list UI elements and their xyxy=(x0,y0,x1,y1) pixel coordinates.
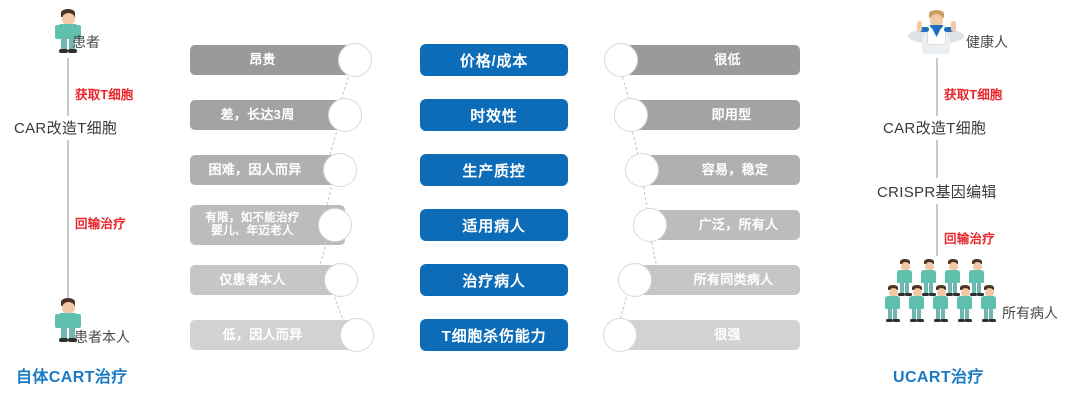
right-knob xyxy=(625,153,659,187)
left-person-bottom-label: 患者本人 xyxy=(74,329,130,345)
right-value-bar: 广泛，所有人 xyxy=(647,210,800,240)
left-value-bar: 仅患者本人 xyxy=(190,265,345,295)
metric-pill: 适用病人 xyxy=(420,209,568,241)
right-step-2: 回输治疗 xyxy=(944,232,995,246)
right-title: UCART治疗 xyxy=(893,369,984,386)
left-step-2: 回输治疗 xyxy=(75,217,126,231)
left-flow-line-2 xyxy=(67,140,69,298)
right-value-bar: 很强 xyxy=(625,320,800,350)
right-knob xyxy=(604,43,638,77)
left-value-bar: 差，长达3周 xyxy=(190,100,355,130)
healthy-person-icon xyxy=(908,8,964,54)
all-patients-group-icon xyxy=(884,258,996,344)
right-step-1: 获取T细胞 xyxy=(944,88,1003,102)
left-person-top-label: 患者 xyxy=(72,34,100,50)
left-knob xyxy=(323,153,357,187)
right-value-bar: 很低 xyxy=(625,45,800,75)
left-value-bar: 低，因人而异 xyxy=(190,320,365,350)
left-knob xyxy=(338,43,372,77)
right-node-2: CRISPR基因编辑 xyxy=(877,184,997,201)
right-value-bar: 所有同类病人 xyxy=(637,265,800,295)
right-value-bar: 即用型 xyxy=(633,100,800,130)
patient-icon-bottom xyxy=(48,297,88,343)
right-node-1: CAR改造T细胞 xyxy=(883,120,987,137)
right-knob xyxy=(603,318,637,352)
right-value-bar: 容易，稳定 xyxy=(640,155,800,185)
metric-pill: T细胞杀伤能力 xyxy=(420,319,568,351)
left-flow-line-1 xyxy=(67,58,69,116)
left-value-bar: 昂贵 xyxy=(190,45,365,75)
left-value-bar: 有限，如不能治疗 婴儿、年迈老人 xyxy=(190,205,345,245)
right-flow-line-1 xyxy=(936,58,938,116)
left-title: 自体CART治疗 xyxy=(16,369,128,386)
right-person-bottom-label: 所有病人 xyxy=(1002,305,1058,321)
left-knob xyxy=(340,318,374,352)
left-node-1: CAR改造T细胞 xyxy=(14,120,118,137)
right-knob xyxy=(618,263,652,297)
metric-pill: 生产质控 xyxy=(420,154,568,186)
left-step-1: 获取T细胞 xyxy=(75,88,134,102)
left-knob xyxy=(318,208,352,242)
right-flow-line-2 xyxy=(936,140,938,178)
patient-icon-top xyxy=(48,8,88,54)
left-knob xyxy=(328,98,362,132)
metric-pill: 治疗病人 xyxy=(420,264,568,296)
metric-pill: 时效性 xyxy=(420,99,568,131)
metric-pill: 价格/成本 xyxy=(420,44,568,76)
right-knob xyxy=(614,98,648,132)
right-flow-line-3 xyxy=(936,204,938,256)
right-person-top-label: 健康人 xyxy=(966,34,1008,50)
right-knob xyxy=(633,208,667,242)
left-knob xyxy=(324,263,358,297)
